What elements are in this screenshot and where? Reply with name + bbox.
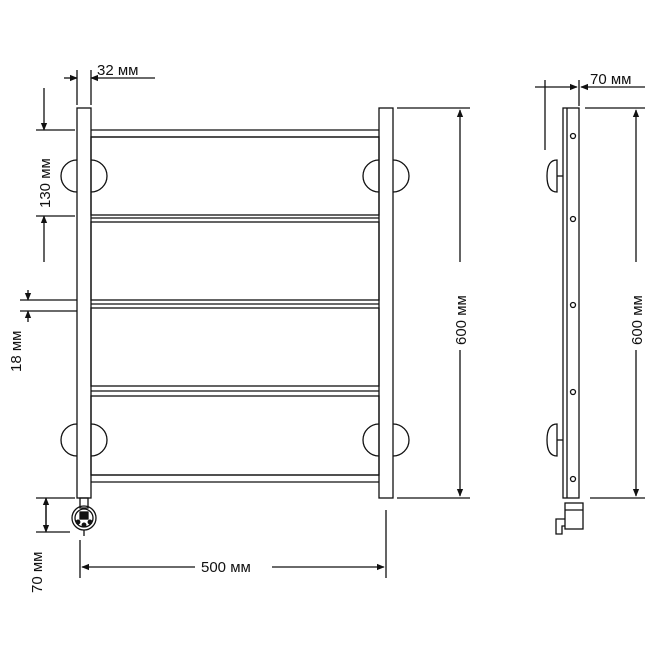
mount-bracket-top-right xyxy=(362,159,380,193)
side-bracket-top xyxy=(546,159,558,193)
left-rail xyxy=(76,107,92,499)
rung-frame-1 xyxy=(90,136,380,216)
mount-bracket-bottom-left xyxy=(60,423,78,457)
top-offset-label: 130 мм xyxy=(37,158,54,208)
side-hole xyxy=(569,132,577,140)
mount-bracket-top-left xyxy=(60,159,78,193)
front-height-label: 600 мм xyxy=(453,295,470,345)
front-view xyxy=(20,70,470,578)
right-rail xyxy=(378,107,394,499)
rung-frame-2 xyxy=(90,221,380,301)
rail-width-label: 32 мм xyxy=(97,62,138,79)
heater-neck xyxy=(79,497,89,509)
bottom-offset-label: 70 мм xyxy=(29,552,46,593)
side-depth-label: 70 мм xyxy=(590,71,631,88)
side-profile xyxy=(562,107,580,499)
side-bracket-bottom xyxy=(546,423,558,457)
bar-thickness-label: 18 мм xyxy=(8,331,25,372)
rung-frame-3 xyxy=(90,307,380,387)
side-heater-connector xyxy=(564,502,584,530)
mount-bracket-bottom-right xyxy=(362,423,380,457)
side-view xyxy=(535,80,645,535)
width-label: 500 мм xyxy=(201,559,251,576)
rung-frame-4 xyxy=(90,395,380,476)
side-height-label: 600 мм xyxy=(629,295,646,345)
